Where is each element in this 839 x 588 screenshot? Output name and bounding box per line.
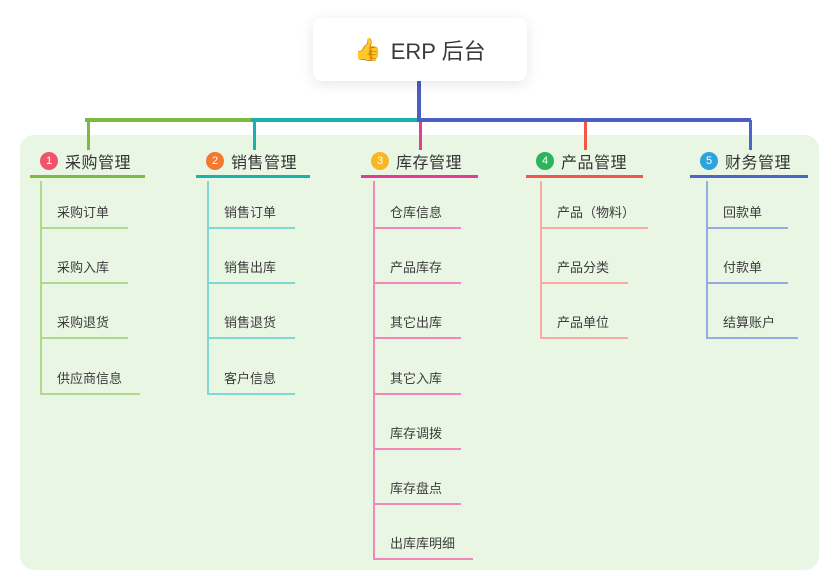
connector-bus-teal bbox=[251, 118, 421, 122]
node-product-category[interactable]: 产品分类 bbox=[540, 258, 628, 284]
badge-3: 3 bbox=[371, 152, 389, 170]
badge-2: 2 bbox=[206, 152, 224, 170]
node-stock-count[interactable]: 库存盘点 bbox=[373, 479, 461, 505]
branch-finance: 5 财务管理 回款单 付款单 结算账户 bbox=[690, 0, 839, 588]
badge-5: 5 bbox=[700, 152, 718, 170]
root-node-label: ERP 后台 bbox=[390, 38, 486, 64]
branch-purchase: 1 采购管理 采购订单 采购入库 采购退货 供应商信息 bbox=[30, 0, 180, 588]
connector-trunk bbox=[373, 181, 375, 560]
branch-product: 4 产品管理 产品（物料） 产品分类 产品单位 bbox=[526, 0, 676, 588]
branch-label: 库存管理 bbox=[396, 155, 463, 172]
connector-trunk bbox=[540, 181, 542, 339]
node-sales-outbound[interactable]: 销售出库 bbox=[207, 258, 295, 284]
node-product-unit[interactable]: 产品单位 bbox=[540, 313, 628, 339]
branch-sales: 2 销售管理 销售订单 销售出库 销售退货 客户信息 bbox=[196, 0, 346, 588]
connector-bus-green bbox=[85, 118, 255, 122]
connector-drop bbox=[87, 120, 90, 150]
node-warehouse-info[interactable]: 仓库信息 bbox=[373, 203, 461, 229]
node-payment-bill[interactable]: 付款单 bbox=[706, 258, 788, 284]
node-sales-return[interactable]: 销售退货 bbox=[207, 313, 295, 339]
connector-drop bbox=[749, 120, 752, 150]
badge-4: 4 bbox=[536, 152, 554, 170]
node-outbound-detail[interactable]: 出库库明细 bbox=[373, 534, 473, 560]
branch-title-finance[interactable]: 5 财务管理 bbox=[690, 147, 808, 178]
badge-1: 1 bbox=[40, 152, 58, 170]
node-other-outbound[interactable]: 其它出库 bbox=[373, 313, 461, 339]
connector-drop bbox=[419, 120, 422, 150]
node-supplier-info[interactable]: 供应商信息 bbox=[40, 369, 140, 395]
connector-drop bbox=[253, 120, 256, 150]
branch-title-purchase[interactable]: 1 采购管理 bbox=[30, 147, 145, 178]
branch-title-product[interactable]: 4 产品管理 bbox=[526, 147, 643, 178]
connector-drop bbox=[584, 120, 587, 150]
thumbs-up-icon: 👍 bbox=[354, 36, 382, 62]
connector-trunk bbox=[207, 181, 209, 395]
node-product-stock[interactable]: 产品库存 bbox=[373, 258, 461, 284]
node-purchase-order[interactable]: 采购订单 bbox=[40, 203, 128, 229]
node-settlement-account[interactable]: 结算账户 bbox=[706, 313, 798, 339]
mindmap-panel bbox=[20, 135, 819, 570]
connector-trunk bbox=[706, 181, 708, 339]
branch-label: 产品管理 bbox=[561, 155, 628, 172]
connector-root-stem bbox=[417, 81, 421, 122]
branch-label: 销售管理 bbox=[231, 155, 298, 172]
node-receipt-bill[interactable]: 回款单 bbox=[706, 203, 788, 229]
node-stock-transfer[interactable]: 库存调拨 bbox=[373, 424, 461, 450]
branch-label: 财务管理 bbox=[725, 155, 792, 172]
node-product-material[interactable]: 产品（物料） bbox=[540, 203, 648, 229]
branch-title-inventory[interactable]: 3 库存管理 bbox=[361, 147, 478, 178]
branch-inventory: 3 库存管理 仓库信息 产品库存 其它出库 其它入库 库存调拨 库存盘点 出库库… bbox=[361, 0, 511, 588]
node-sales-order[interactable]: 销售订单 bbox=[207, 203, 295, 229]
root-node-erp[interactable]: 👍 ERP 后台 bbox=[313, 18, 527, 81]
branch-label: 采购管理 bbox=[65, 155, 132, 172]
branch-title-sales[interactable]: 2 销售管理 bbox=[196, 147, 310, 178]
node-customer-info[interactable]: 客户信息 bbox=[207, 369, 295, 395]
node-purchase-return[interactable]: 采购退货 bbox=[40, 313, 128, 339]
connector-trunk bbox=[40, 181, 42, 395]
node-other-inbound[interactable]: 其它入库 bbox=[373, 369, 461, 395]
node-purchase-inbound[interactable]: 采购入库 bbox=[40, 258, 128, 284]
connector-bus-blue bbox=[417, 118, 751, 122]
